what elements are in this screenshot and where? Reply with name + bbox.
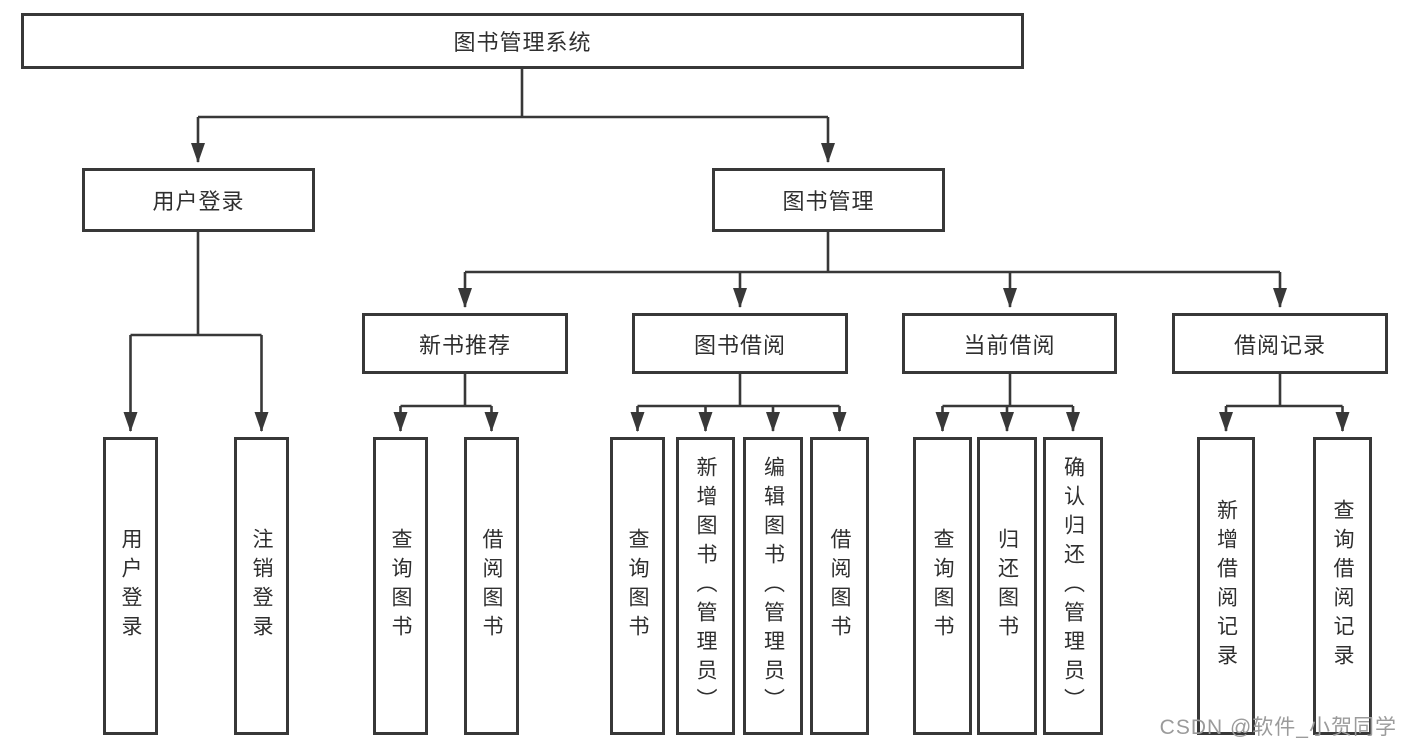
leaf-borrow-books-recommend-label: 借阅图书: [480, 528, 503, 644]
leaf-query-books-recommend: 查询图书: [373, 437, 428, 735]
node-user-login-label: 用户登录: [152, 189, 245, 214]
leaf-user-login-label: 用户登录: [119, 528, 142, 644]
leaf-borrow-books-borrowing-label: 借阅图书: [828, 528, 851, 644]
node-book-borrowing: 图书借阅: [632, 313, 848, 374]
leaf-borrow-books-borrowing: 借阅图书: [810, 437, 869, 735]
leaf-return-book: 归还图书: [977, 437, 1037, 735]
leaf-query-books-borrowing-label: 查询图书: [626, 528, 649, 644]
leaf-confirm-return-admin-label: 确认归还（管理员）: [1061, 455, 1085, 717]
node-new-book-recommend: 新书推荐: [362, 313, 568, 374]
leaf-edit-book-admin: 编辑图书（管理员）: [743, 437, 803, 735]
node-book-management-label: 图书管理: [782, 189, 875, 214]
node-current-borrowing: 当前借阅: [902, 313, 1117, 374]
node-borrowing-records: 借阅记录: [1172, 313, 1388, 374]
leaf-add-book-admin-label: 新增图书（管理员）: [694, 455, 717, 717]
node-book-management: 图书管理: [712, 168, 945, 232]
node-borrowing-records-label: 借阅记录: [1233, 332, 1326, 358]
leaf-add-book-admin: 新增图书（管理员）: [676, 437, 735, 735]
leaf-user-login: 用户登录: [103, 437, 158, 735]
node-root-label: 图书管理系统: [453, 30, 592, 55]
leaf-query-borrow-record: 查询借阅记录: [1313, 437, 1372, 735]
node-user-login: 用户登录: [82, 168, 315, 232]
leaf-add-borrow-record-label: 新增借阅记录: [1214, 499, 1238, 673]
leaf-confirm-return-admin: 确认归还（管理员）: [1043, 437, 1103, 735]
node-new-book-recommend-label: 新书推荐: [418, 332, 511, 358]
leaf-query-books-borrowing: 查询图书: [610, 437, 665, 735]
leaf-borrow-books-recommend: 借阅图书: [464, 437, 519, 735]
leaf-edit-book-admin-label: 编辑图书（管理员）: [761, 455, 785, 717]
leaf-query-books-current-label: 查询图书: [931, 528, 954, 644]
leaf-return-book-label: 归还图书: [995, 528, 1019, 644]
leaf-logout: 注销登录: [234, 437, 289, 735]
leaf-query-books-current: 查询图书: [913, 437, 972, 735]
node-root: 图书管理系统: [21, 13, 1024, 69]
node-current-borrowing-label: 当前借阅: [963, 332, 1056, 358]
leaf-query-borrow-record-label: 查询借阅记录: [1331, 499, 1354, 673]
csdn-watermark: CSDN @软件_小贺同学: [1159, 716, 1397, 739]
leaf-logout-label: 注销登录: [250, 528, 273, 644]
node-book-borrowing-label: 图书借阅: [693, 332, 786, 358]
leaf-add-borrow-record: 新增借阅记录: [1197, 437, 1255, 735]
leaf-query-books-recommend-label: 查询图书: [389, 528, 412, 644]
